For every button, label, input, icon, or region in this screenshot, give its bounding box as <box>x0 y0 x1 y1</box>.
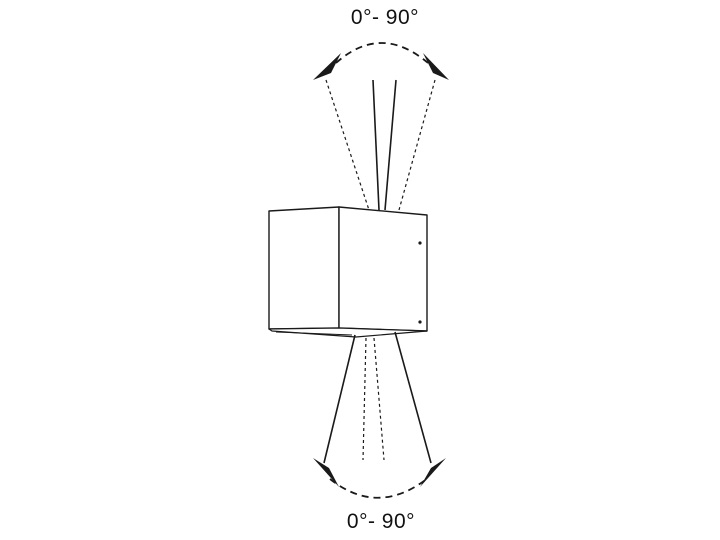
arrowhead-icon <box>420 458 446 487</box>
bottom-beam-dashed-left <box>362 337 367 461</box>
top-beam-dashed-left <box>325 79 370 211</box>
fixture-bottom-lens <box>268 327 428 338</box>
top-beam <box>325 42 436 211</box>
top-angle-label: 0°- 90° <box>350 6 420 29</box>
wall-light-fixture <box>268 206 428 338</box>
bottom-adjust-arc <box>329 477 429 499</box>
fixture-front-face <box>338 206 428 332</box>
fixture-lens-edge <box>275 331 353 336</box>
fixture-side-face <box>268 206 340 330</box>
bottom-beam-solid-left <box>323 334 356 464</box>
bottom-beam <box>323 331 432 499</box>
bottom-beam-solid-right <box>394 331 432 464</box>
top-adjust-arc <box>335 42 429 64</box>
arrowhead-icon <box>313 53 341 80</box>
bottom-beam-dashed-right <box>373 337 385 461</box>
top-beam-solid-right <box>384 79 397 211</box>
bottom-angle-label: 0°- 90° <box>346 510 416 533</box>
fixture-screw-top <box>418 241 422 245</box>
arrowhead-icon <box>423 53 449 80</box>
top-beam-dashed-right <box>398 79 436 211</box>
arrowhead-icon <box>313 458 339 487</box>
fixture-screw-bottom <box>418 320 422 324</box>
top-beam-solid-left <box>372 79 380 211</box>
